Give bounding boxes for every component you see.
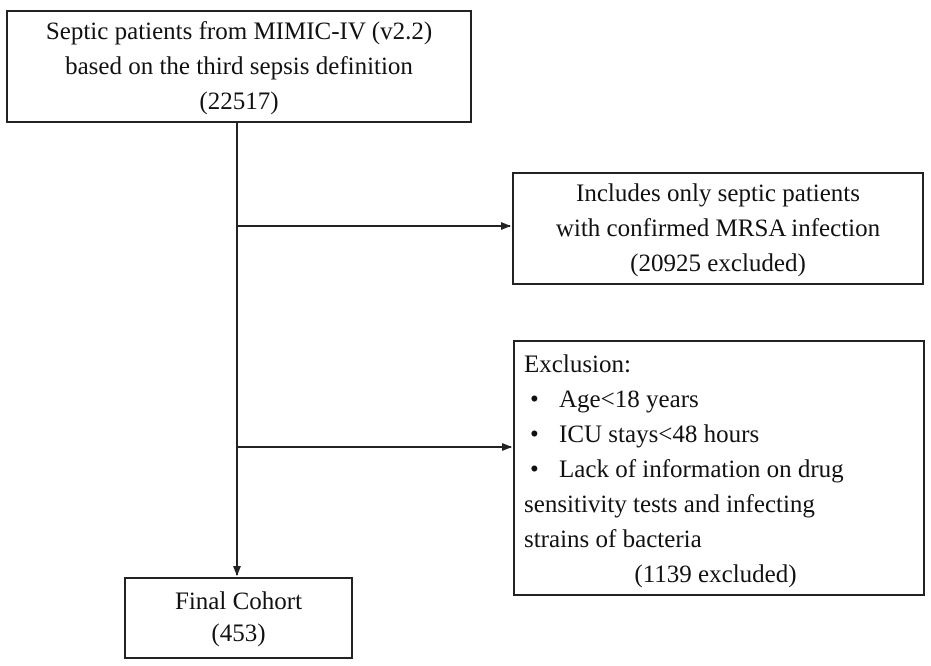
exclusion-criteria-box: Exclusion: • Age<18 years • ICU stays<48… <box>513 340 925 596</box>
mrsa-excluded-count: (20925 excluded) <box>630 250 806 277</box>
exclusion-criterion-age: • Age<18 years <box>524 382 923 417</box>
mrsa-inclusion-box: Includes only septic patients with confi… <box>512 172 924 285</box>
bullet-icon: • <box>530 386 539 413</box>
source-line-2: based on the third sepsis definition <box>65 53 413 80</box>
criterion-text: Age<18 years <box>559 386 699 413</box>
criterion-text: ICU stays<48 hours <box>559 421 760 448</box>
criterion-continuation-1: sensitivity tests and infecting <box>524 491 815 518</box>
final-cohort-box: Final Cohort (453) <box>124 577 353 659</box>
exclusion-excluded-count: (1139 excluded) <box>634 561 797 588</box>
exclusion-criterion-missing-info: • Lack of information on drug <box>524 452 923 487</box>
bullet-icon: • <box>530 456 539 483</box>
criterion-continuation-2: strains of bacteria <box>524 526 702 553</box>
source-count: (22517) <box>199 88 279 115</box>
mrsa-line-1: Includes only septic patients <box>576 180 860 207</box>
exclusion-criterion-icu-stay: • ICU stays<48 hours <box>524 417 923 452</box>
source-line-1: Septic patients from MIMIC-IV (v2.2) <box>45 18 433 45</box>
exclusion-heading: Exclusion: <box>524 351 631 378</box>
bullet-icon: • <box>530 421 539 448</box>
final-cohort-count: (453) <box>211 620 266 647</box>
mrsa-line-2: with confirmed MRSA infection <box>555 215 881 242</box>
criterion-text: Lack of information on drug <box>559 456 844 483</box>
source-population-box: Septic patients from MIMIC-IV (v2.2) bas… <box>6 10 472 123</box>
final-cohort-label: Final Cohort <box>174 588 303 615</box>
